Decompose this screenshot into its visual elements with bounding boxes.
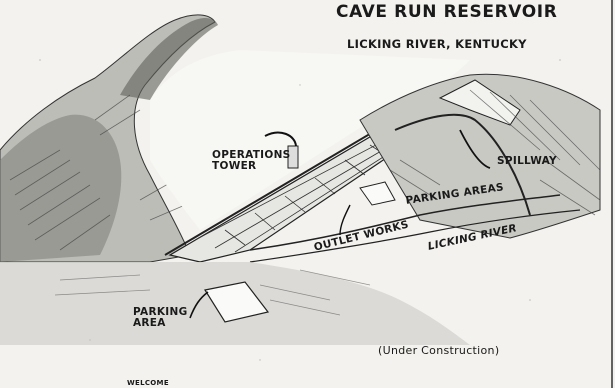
label-tower-line: TOWER [212, 160, 257, 172]
label-operations-line: OPERATIONS [212, 149, 291, 161]
licking-river-bank [249, 209, 581, 263]
dam-crest-road [164, 124, 386, 256]
label-area-line: AREA [133, 317, 166, 329]
licking-river [249, 194, 561, 251]
map-subtitle: LICKING RIVER, KENTUCKY [347, 37, 527, 51]
foreground-hatching [54, 269, 371, 316]
footer-welcome: WELCOME [127, 379, 169, 387]
construction-note: (Under Construction) [378, 344, 500, 357]
operations-tower-structure [287, 145, 299, 169]
parking-area-pointer [189, 291, 209, 319]
map-title: CAVE RUN RESERVOIR [336, 2, 558, 22]
left-hatching [9, 94, 186, 251]
right-hatching [389, 89, 601, 216]
tower-pointer [264, 131, 297, 147]
paper-grain [39, 59, 561, 361]
outlet-works-pointer [339, 204, 351, 236]
spillway-channel [394, 113, 531, 216]
label-parking-line: PARKING [133, 306, 188, 318]
upper-parking-lot [359, 181, 396, 206]
label-spillway: SPILLWAY [497, 155, 557, 167]
spillway-pointer [459, 129, 491, 169]
spillway-structure [438, 79, 521, 126]
ridge-top [120, 18, 218, 101]
reservoir-water [150, 50, 470, 230]
forest-dark [0, 114, 122, 262]
lower-parking-lot [204, 281, 270, 323]
label-operations-tower: OPERATIONS TOWER [212, 150, 291, 172]
label-parking-area: PARKING AREA [133, 307, 188, 329]
dam-blocks [194, 134, 406, 253]
